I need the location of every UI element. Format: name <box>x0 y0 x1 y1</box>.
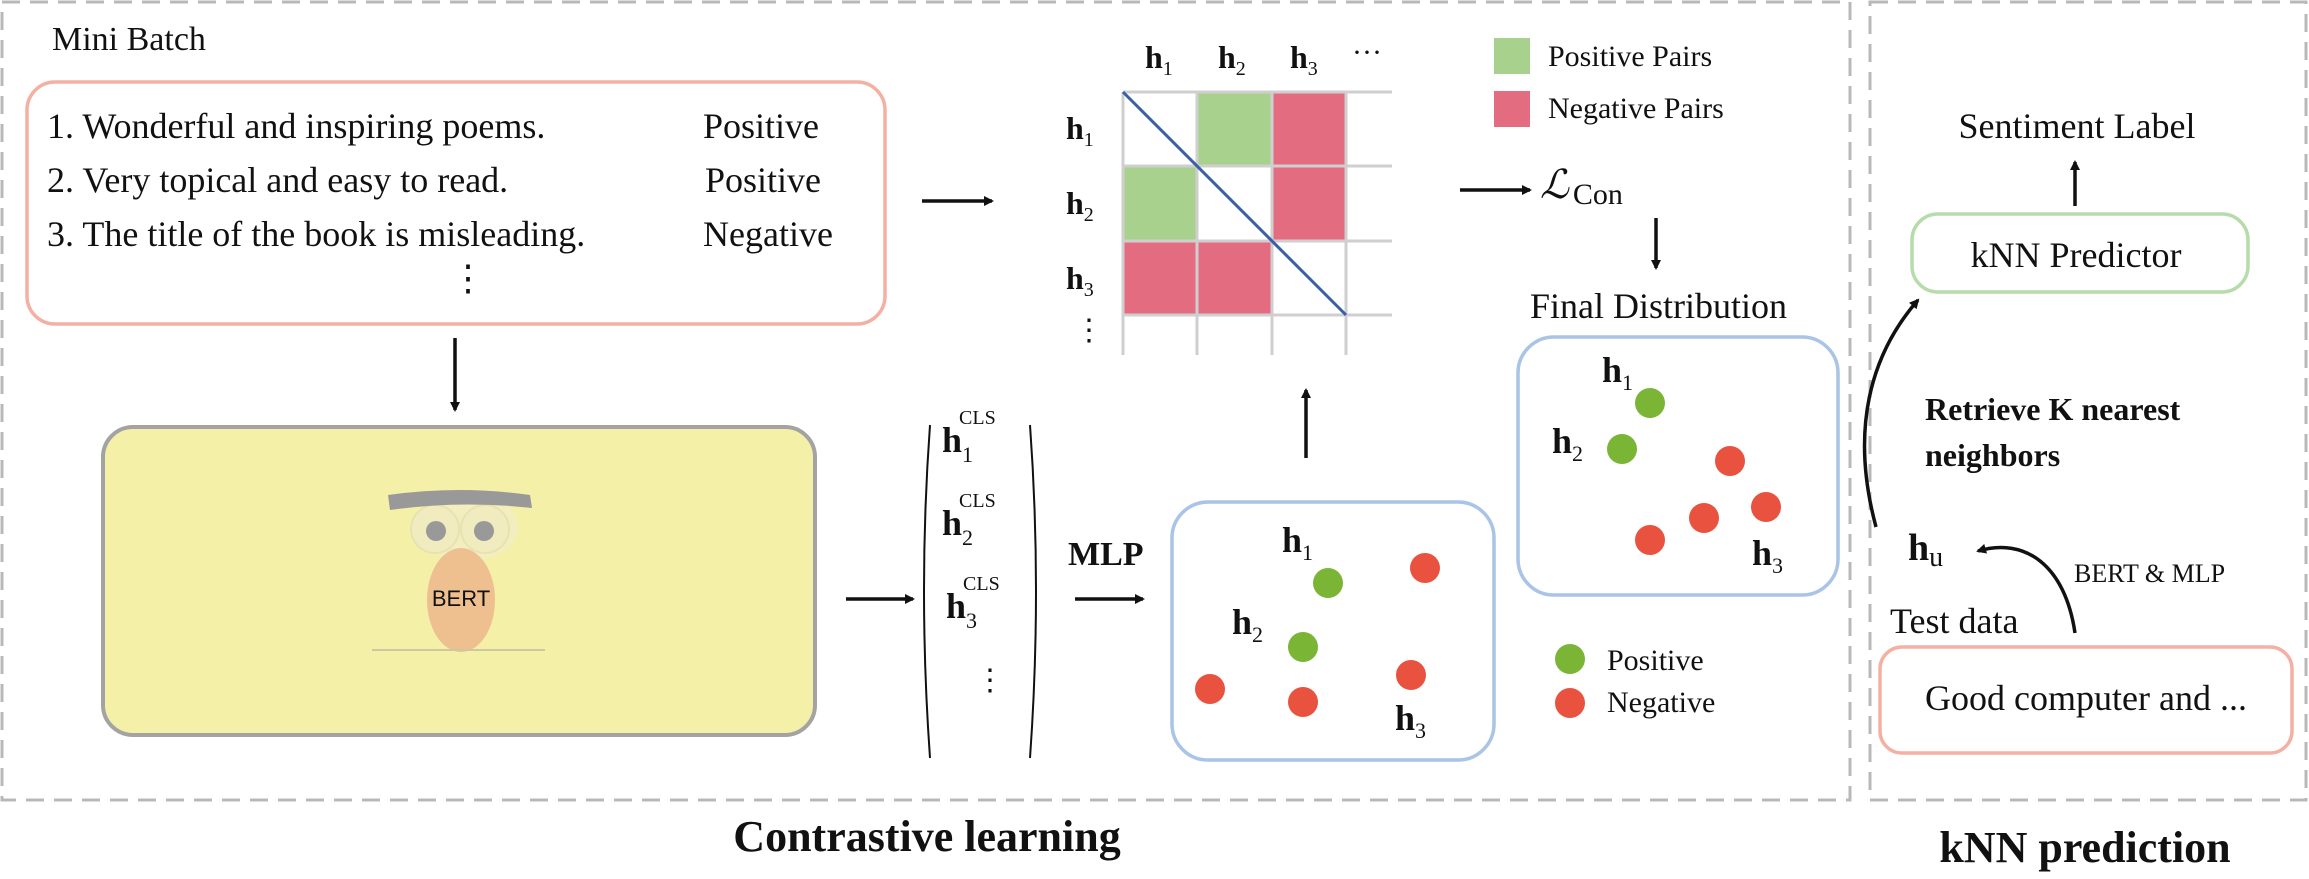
matrix-col-ellipsis: ··· <box>1352 36 1382 69</box>
legend-negative-label: Negative <box>1607 686 1715 719</box>
knn-predictor-label: kNN Predictor <box>1971 235 2182 275</box>
final-distribution-points <box>1607 388 1781 555</box>
batch-row-3-label: Negative <box>703 214 833 254</box>
final-distribution-title: Final Distribution <box>1530 286 1787 326</box>
matrix-col-h3: h3 <box>1290 39 1318 80</box>
mini-batch-title: Mini Batch <box>52 21 206 58</box>
legend-negative-point <box>1555 688 1585 718</box>
arrow-test-to-hu <box>1976 543 2077 634</box>
bert-label: BERT <box>432 586 490 611</box>
final-distribution-box <box>1516 335 1840 597</box>
matrix-grid <box>1121 90 1392 355</box>
bert-mlp-label: BERT & MLP <box>2074 559 2225 588</box>
mini-batch-box <box>25 80 887 326</box>
embed-point-negative-2 <box>1195 674 1225 704</box>
legend-negative-pair-swatch <box>1494 91 1530 127</box>
matrix-col-h2: h2 <box>1218 39 1246 80</box>
final-label-h3: h3 <box>1752 533 1783 578</box>
embed-label-h3: h3 <box>1395 698 1426 743</box>
matrix-cell-negative-r2c3 <box>1272 166 1347 241</box>
matrix-row-h3: h3 <box>1066 260 1094 301</box>
legend-negative-pair-label: Negative Pairs <box>1548 92 1724 125</box>
retrieve-text-line1: Retrieve K nearest <box>1925 391 2181 427</box>
hu-label: hu <box>1908 527 1943 573</box>
matrix-cell-negative-r3c2 <box>1197 241 1272 316</box>
test-data-box <box>1878 645 2294 755</box>
embed-point-positive-1 <box>1313 568 1343 598</box>
batch-row-1-label: Positive <box>703 106 819 146</box>
cls-h3: h3CLS <box>946 573 1000 633</box>
final-point-positive-1 <box>1635 388 1665 418</box>
final-label-h1: h1 <box>1602 350 1633 395</box>
batch-ellipsis: ⋮ <box>450 258 486 298</box>
matrix-row-ellipsis: ⋮ <box>1074 314 1104 347</box>
legend-positive-pair-swatch <box>1494 38 1530 74</box>
knn-prediction-title: kNN prediction <box>1939 823 2230 872</box>
matrix-cell-negative-r3c1 <box>1123 241 1198 316</box>
cls-h1: h1CLS <box>942 407 996 467</box>
knn-predictor-box <box>1910 212 2250 294</box>
batch-row-3-text: 3. The title of the book is misleading. <box>47 214 585 254</box>
final-point-positive-2 <box>1607 434 1637 464</box>
embed-point-negative-3 <box>1288 687 1318 717</box>
final-point-negative-3 <box>1689 503 1719 533</box>
legend-positive-pair-label: Positive Pairs <box>1548 40 1712 73</box>
matrix-cell-negative-r1c3 <box>1272 92 1347 167</box>
final-label-h2: h2 <box>1552 421 1583 466</box>
embedding-points <box>1195 553 1440 717</box>
embed-point-negative-1 <box>1410 553 1440 583</box>
matrix-row-h2: h2 <box>1066 185 1094 226</box>
embed-label-h1: h1 <box>1282 520 1313 565</box>
contrastive-learning-frame <box>0 0 1852 802</box>
final-point-negative-2 <box>1751 492 1781 522</box>
embed-point-negative-4 <box>1396 660 1426 690</box>
final-point-negative-4 <box>1635 525 1665 555</box>
batch-row-2-label: Positive <box>705 160 821 200</box>
mlp-label: MLP <box>1068 536 1144 573</box>
matrix-col-h1: h1 <box>1145 39 1173 80</box>
bert-character-icon: BERT <box>372 490 545 652</box>
matrix-cells <box>1123 92 1347 316</box>
batch-row-2-text: 2. Very topical and easy to read. <box>47 160 508 200</box>
cls-vector: h1CLS h2CLS h3CLS ⋮ <box>923 407 1037 759</box>
legend-positive-point <box>1555 644 1585 674</box>
matrix-diagonal <box>1121 90 1348 317</box>
legend-positive-label: Positive <box>1607 644 1704 677</box>
cls-ellipsis: ⋮ <box>975 664 1005 697</box>
contrastive-learning-title: Contrastive learning <box>733 812 1120 861</box>
test-data-title: Test data <box>1890 601 2018 641</box>
matrix-row-h1: h1 <box>1066 110 1094 151</box>
batch-row-1-text: 1. Wonderful and inspiring poems. <box>47 106 545 146</box>
arrow-hu-to-predictor <box>1862 298 1920 528</box>
mini-batch-rows: 1. Wonderful and inspiring poems. Positi… <box>47 106 833 298</box>
embed-point-positive-2 <box>1288 632 1318 662</box>
cls-h2: h2CLS <box>942 490 996 550</box>
similarity-matrix: h1 h2 h3 ··· h1 h2 h3 ⋮ <box>1066 36 1392 355</box>
matrix-cell-positive-r2c1 <box>1123 166 1198 241</box>
matrix-cell-positive-r1c2 <box>1197 92 1272 167</box>
embedding-space-box <box>1170 500 1496 762</box>
embed-label-h2: h2 <box>1232 602 1263 647</box>
test-sentence: Good computer and ... <box>1925 678 2247 718</box>
sentiment-label: Sentiment Label <box>1959 106 2196 146</box>
final-point-negative-1 <box>1715 446 1745 476</box>
retrieve-text-line2: neighbors <box>1925 437 2060 473</box>
